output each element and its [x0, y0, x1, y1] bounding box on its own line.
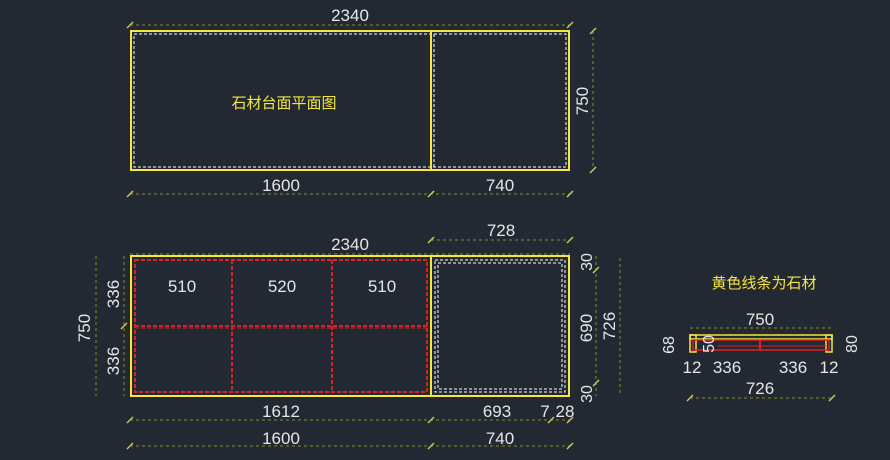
- top-depth: 750: [573, 87, 592, 115]
- bottom-plan: 728 2340 510 520 510 750 336 336 30 690 …: [75, 221, 621, 450]
- section-stone-left: [689, 334, 697, 353]
- top-plan-title: 石材台面平面图: [231, 94, 336, 112]
- section-bottom-width: 726: [746, 379, 774, 398]
- inner-right: 693: [483, 402, 511, 421]
- dim-tick: [592, 379, 600, 387]
- bottom-left-upper: 336: [104, 280, 123, 308]
- dim-tick: [566, 442, 574, 450]
- dim-tick: [566, 416, 574, 424]
- section-left-height: 68: [661, 336, 678, 354]
- right-inner-outline: [434, 259, 566, 393]
- dim-tick: [126, 442, 134, 450]
- section-span-left: 336: [713, 358, 741, 377]
- inner-left: 1612: [262, 402, 300, 421]
- dim-tick: [566, 21, 574, 29]
- section-note: 黄色线条为石材: [711, 274, 816, 292]
- top-right-width: 740: [486, 176, 514, 195]
- dim-tick: [547, 416, 555, 424]
- dim-tick: [126, 416, 134, 424]
- dim-tick: [120, 322, 128, 330]
- section-span-right: 336: [779, 358, 807, 377]
- section-edge-right: 12: [820, 358, 839, 377]
- top-overall-width: 2340: [331, 6, 369, 25]
- dim-tick: [566, 190, 574, 198]
- bottom-left-lower: 336: [104, 347, 123, 375]
- dim-tick: [566, 236, 574, 244]
- section-detail: 黄色线条为石材 750 68 50 80 12 336 336 12 726: [661, 274, 861, 402]
- inner-end: 28: [556, 402, 575, 421]
- bottom-left-depth: 750: [75, 314, 94, 342]
- top-left-width: 1600: [262, 176, 300, 195]
- dim-tick: [126, 190, 134, 198]
- right-dim-mid: 690: [577, 314, 596, 342]
- section-edge-left: 12: [683, 358, 702, 377]
- cell-width-3: 510: [368, 277, 396, 296]
- outer-right: 740: [486, 429, 514, 448]
- section-right-height: 80: [844, 335, 861, 353]
- dim-tick: [589, 27, 597, 35]
- dim-tick: [427, 416, 435, 424]
- dim-tick: [589, 166, 597, 174]
- right-dim-bottom: 30: [579, 385, 596, 403]
- dim-tick: [427, 442, 435, 450]
- section-inner-height: 50: [701, 335, 718, 353]
- outer-left: 1600: [262, 429, 300, 448]
- dim-tick: [828, 394, 836, 402]
- right-total: 726: [600, 312, 619, 340]
- bottom-right-top: 728: [487, 221, 515, 240]
- top-counter-outline: [130, 30, 570, 171]
- dim-tick: [686, 394, 694, 402]
- cell-width-1: 510: [168, 277, 196, 296]
- section-stone-right: [825, 334, 833, 353]
- right-inner-outline-2: [437, 262, 563, 390]
- cell-width-2: 520: [268, 277, 296, 296]
- dim-tick: [427, 190, 435, 198]
- dim-tick: [592, 266, 600, 274]
- section-top-width: 750: [746, 310, 774, 329]
- right-dim-top: 30: [579, 253, 596, 271]
- top-plan: 2340 石材台面平面图 750 1600 740: [126, 6, 597, 198]
- dim-tick: [126, 21, 134, 29]
- bottom-overall-width: 2340: [331, 235, 369, 254]
- top-counter-inner: [133, 33, 567, 168]
- inner-gap: 7: [540, 402, 549, 421]
- bottom-counter-outline: [130, 255, 570, 397]
- dim-tick: [427, 236, 435, 244]
